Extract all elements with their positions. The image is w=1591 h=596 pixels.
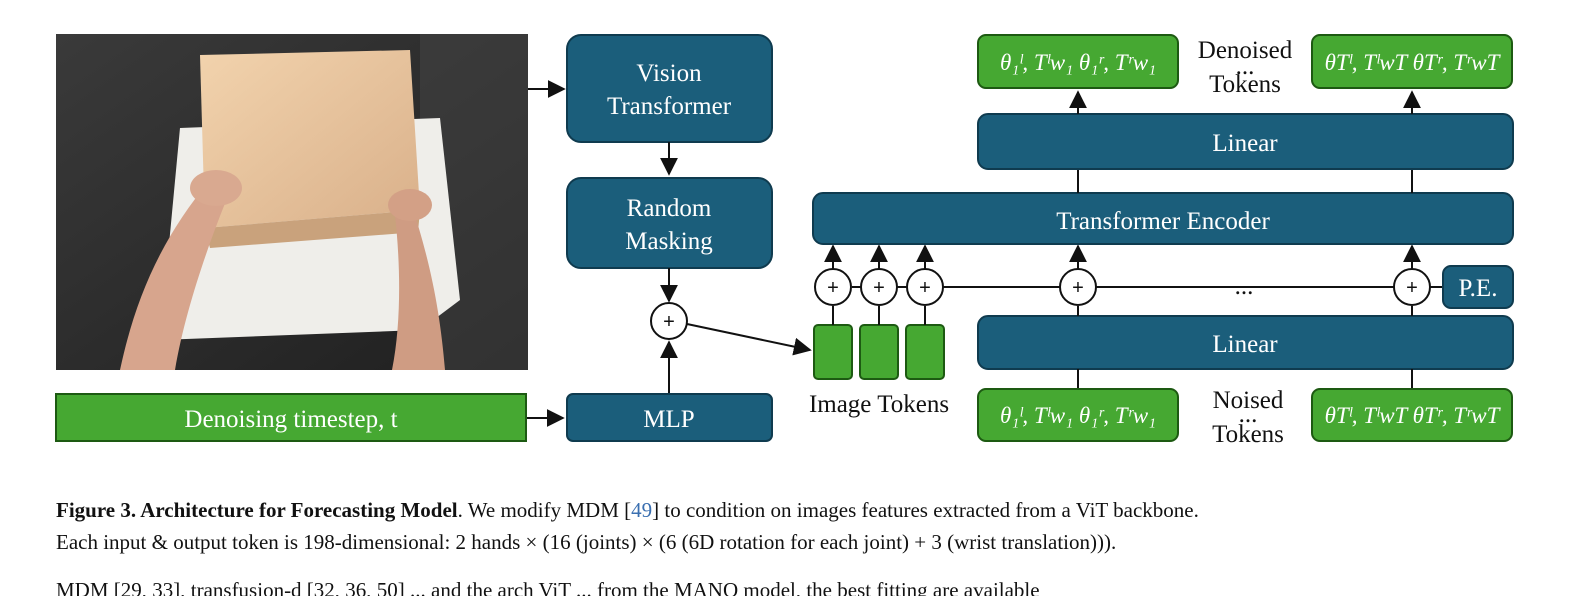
pe-label: P.E. <box>1459 275 1498 302</box>
random-masking-line2: Masking <box>625 228 713 255</box>
vision-transformer-line1: Vision <box>636 60 702 87</box>
image-token-stack <box>813 324 945 380</box>
mlp-box: MLP <box>566 393 773 442</box>
noised-ellipsis: ... <box>1239 401 1258 428</box>
timestep-box: Denoising timestep, t <box>55 393 527 442</box>
image-tokens-label: Image Tokens <box>809 391 949 418</box>
denoised-label-line1: Denoised <box>1198 37 1293 64</box>
linear-top-label: Linear <box>1212 130 1278 157</box>
svg-text:+: + <box>827 277 839 299</box>
svg-text:+: + <box>873 277 885 299</box>
input-token-last: θTˡ, TˡwT θTʳ, TʳwT <box>1311 388 1513 442</box>
noised-label-line1: Noised <box>1213 387 1284 414</box>
timestep-label: Denoising timestep, t <box>184 406 397 433</box>
plus-node-3: + <box>906 268 944 306</box>
output-token-first: θ₁ˡ, Tˡw₁ θ₁ʳ, Tʳw₁ <box>977 34 1179 89</box>
caption-text-b: ] to condition on images features extrac… <box>652 498 1199 522</box>
transformer-encoder-box: Transformer Encoder <box>812 192 1514 245</box>
svg-text:θTˡ, TˡwT θTʳ, TʳwT: θTˡ, TˡwT θTʳ, TʳwT <box>1325 403 1502 428</box>
linear-top-box: Linear <box>977 113 1514 170</box>
caption-ref-link[interactable]: 49 <box>631 498 653 522</box>
caption-line-1: Figure 3. Architecture for Forecasting M… <box>56 494 1556 526</box>
caption-text-a: . We modify MDM [ <box>457 498 632 522</box>
vision-transformer-box: Vision Transformer <box>566 34 773 143</box>
body-text-fragment: MDM [29, 33], transfusion-d [32, 36, 50]… <box>56 578 1040 596</box>
svg-text:+: + <box>663 311 675 333</box>
mlp-label: MLP <box>643 406 694 433</box>
random-masking-line1: Random <box>627 195 712 222</box>
linear-bottom-label: Linear <box>1212 331 1278 358</box>
svg-text:θ₁ˡ, Tˡw₁ θ₁ʳ, Tʳw₁: θ₁ˡ, Tˡw₁ θ₁ʳ, Tʳw₁ <box>1000 403 1156 428</box>
svg-text:θ₁ˡ, Tˡw₁ θ₁ʳ, Tʳw₁: θ₁ˡ, Tˡw₁ θ₁ʳ, Tʳw₁ <box>1000 50 1156 75</box>
random-masking-box: Random Masking <box>566 177 773 269</box>
linear-bottom-box: Linear <box>977 315 1514 370</box>
encoder-input-ellipsis: ... <box>1235 273 1254 300</box>
svg-text:θTˡ, TˡwT θTʳ, TʳwT: θTˡ, TˡwT θTʳ, TʳwT <box>1325 50 1502 75</box>
vision-transformer-line2: Transformer <box>607 93 732 120</box>
positional-encoding-box: P.E. <box>1442 265 1514 309</box>
plus-node-2: + <box>860 268 898 306</box>
noised-label-line2: Tokens <box>1212 421 1284 448</box>
caption-label: Figure 3. Architecture for Forecasting M… <box>56 498 458 522</box>
transformer-encoder-label: Transformer Encoder <box>1056 208 1270 235</box>
architecture-diagram: Vision Transformer Random Masking + Deno… <box>55 34 1514 448</box>
plus-node-mask: + <box>650 302 688 340</box>
caption-line-2: Each input & output token is 198-dimensi… <box>56 530 1117 554</box>
denoised-label-line2: Tokens <box>1209 71 1281 98</box>
output-token-last: θTˡ, TˡwT θTʳ, TʳwT <box>1311 34 1513 89</box>
input-token-first: θ₁ˡ, Tˡw₁ θ₁ʳ, Tʳw₁ <box>977 388 1179 442</box>
plus-node-5: + <box>1393 268 1431 306</box>
svg-text:+: + <box>1072 277 1084 299</box>
figure-caption: Figure 3. Architecture for Forecasting M… <box>56 494 1556 558</box>
plus-node-1: + <box>814 268 852 306</box>
input-image <box>56 34 528 370</box>
svg-text:+: + <box>919 277 931 299</box>
denoised-ellipsis: ... <box>1236 53 1255 80</box>
svg-text:+: + <box>1406 277 1418 299</box>
plus-node-4: + <box>1059 268 1097 306</box>
